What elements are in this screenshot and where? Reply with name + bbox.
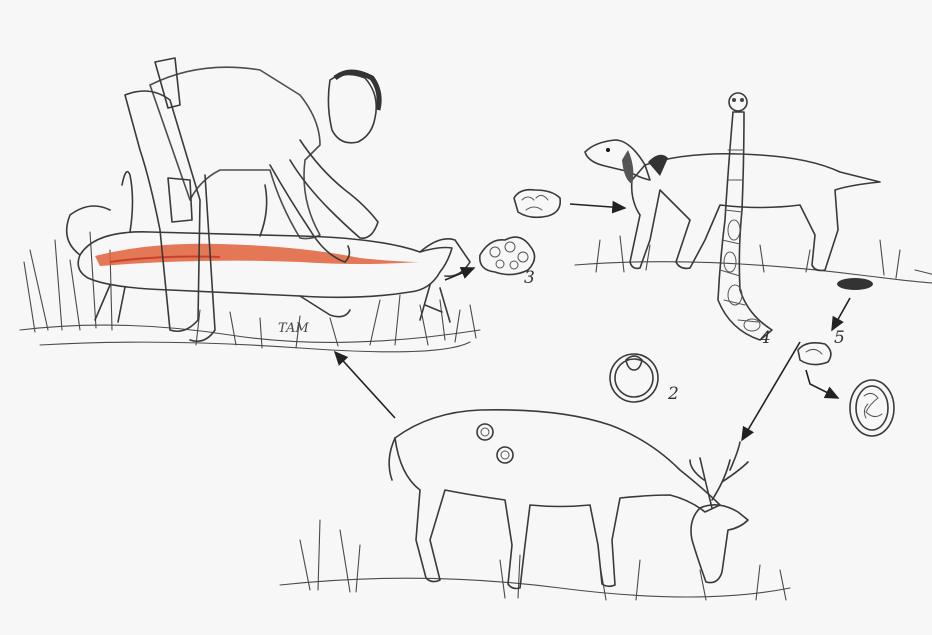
dog-scene	[575, 140, 932, 290]
stage-label-4: 4	[760, 328, 771, 348]
stage-5-egg-large	[850, 380, 894, 436]
arrow-feces-to-egg	[832, 298, 850, 330]
dog-feces	[837, 278, 873, 290]
arrow-egg-to-deer	[742, 342, 800, 440]
hunter-figure	[125, 58, 379, 341]
hunter-scene: TAM	[20, 58, 480, 352]
deer-antlers	[690, 442, 748, 508]
arrow-cyst-to-dog	[570, 204, 625, 208]
deer-scene	[280, 410, 790, 600]
stage-label-3: 3	[524, 268, 535, 288]
hunter-initials: TAM	[278, 321, 309, 336]
dog-head	[585, 140, 650, 180]
deer-carcass	[67, 172, 470, 322]
arrow-deer-to-hunter	[335, 352, 395, 418]
arrow-egg-to-large-egg	[806, 370, 838, 398]
cyst-fed-to-dog	[514, 190, 560, 218]
stage-label-5: 5	[834, 328, 845, 348]
deer-head	[691, 505, 748, 583]
arrow-carcass-to-cyst	[445, 268, 474, 280]
dog-body	[630, 154, 880, 271]
stage-label-2: 2	[668, 384, 679, 404]
deer-body	[395, 410, 720, 589]
stage-5-egg-small	[798, 343, 831, 365]
stage-4-tapeworm	[718, 93, 772, 340]
stage-2-cyst	[610, 354, 658, 402]
